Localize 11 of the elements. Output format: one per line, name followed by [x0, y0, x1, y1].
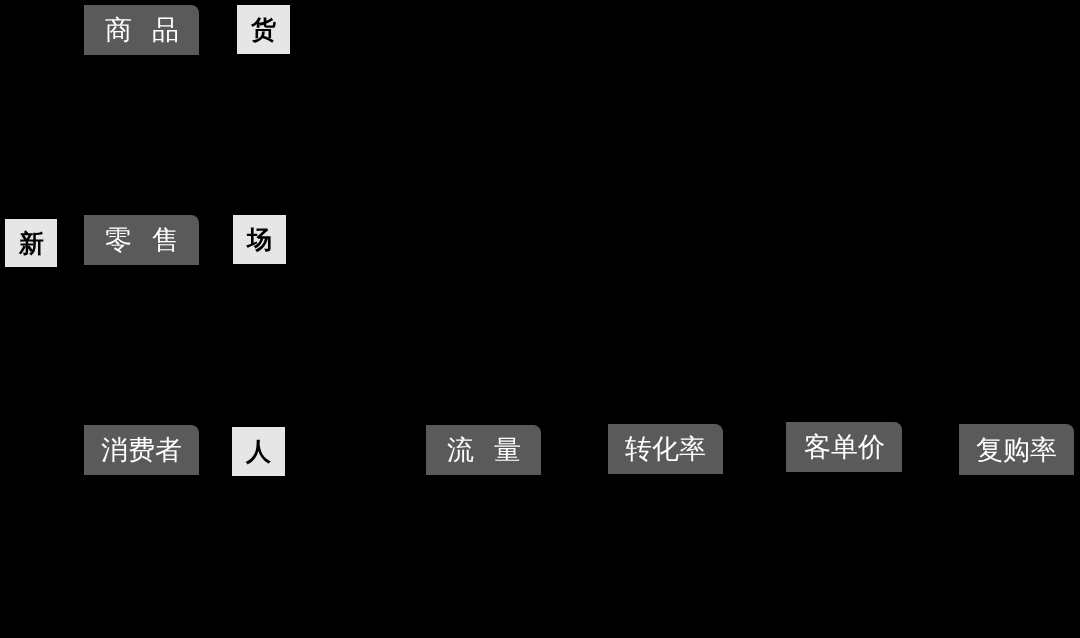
keyword-box: 货: [237, 5, 290, 54]
label-box: 零售: [84, 215, 199, 265]
keyword-box: 人: [232, 427, 285, 476]
keyword-box: 场: [233, 215, 286, 264]
label-box: 转化率: [608, 424, 723, 474]
label-box: 复购率: [959, 424, 1074, 475]
label-box: 消费者: [84, 425, 199, 475]
keyword-box: 新: [5, 219, 57, 267]
label-box: 流量: [426, 425, 541, 475]
label-box: 商品: [84, 5, 199, 55]
label-box: 客单价: [786, 422, 902, 472]
